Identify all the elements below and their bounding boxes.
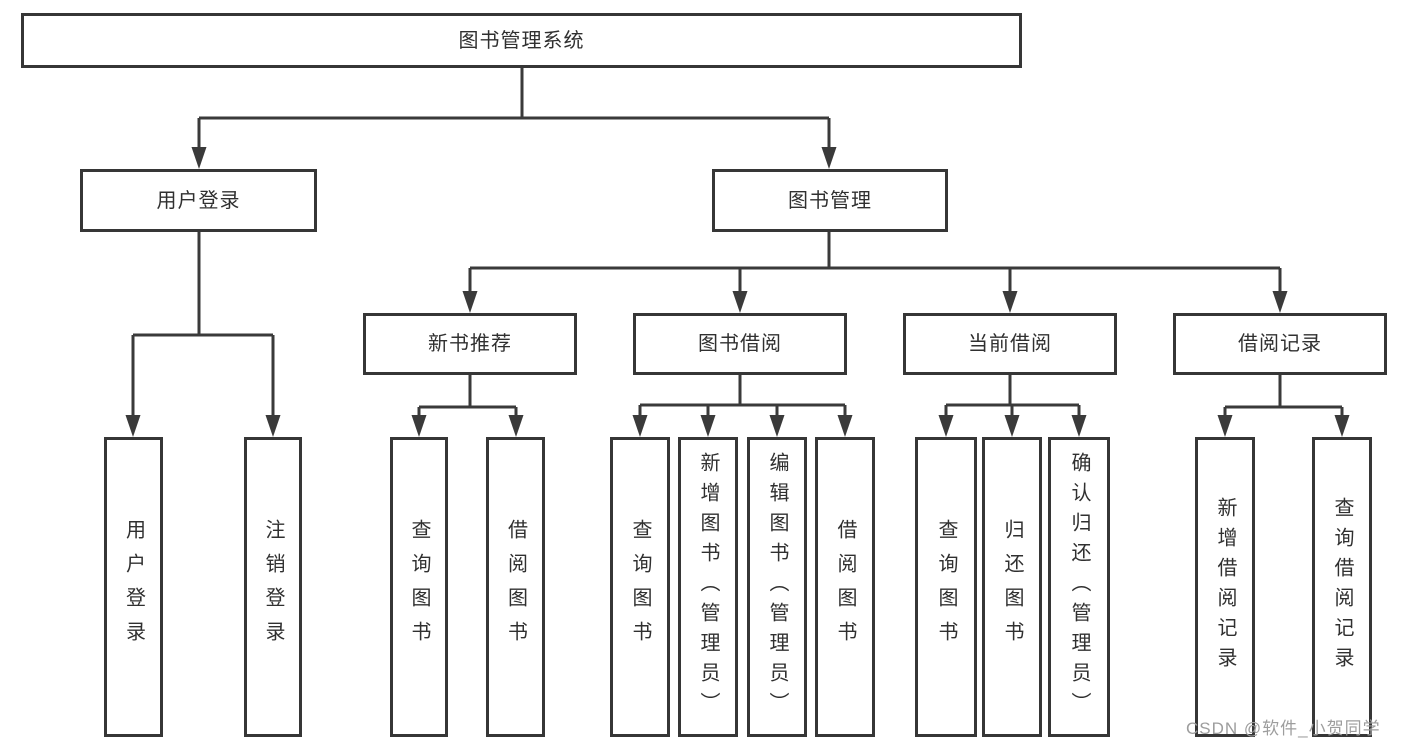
- node-label: 借阅记录: [1238, 333, 1322, 355]
- leaf-add-book-admin: 新增图书（管理员）: [678, 437, 738, 737]
- node-book-borrow: 图书借阅: [633, 313, 847, 375]
- node-label: 图书管理系统: [458, 29, 585, 52]
- node-label: 用户登录: [156, 189, 241, 212]
- leaf-confirm-return-admin: 确认归还（管理员）: [1048, 437, 1110, 737]
- node-label: 归还图书: [1001, 519, 1023, 655]
- node-label: 图书借阅: [698, 333, 782, 355]
- leaf-recommend-borrow-book: 借阅图书: [486, 437, 545, 737]
- node-user-login: 用户登录: [80, 169, 317, 232]
- node-library-management-system: 图书管理系统: [21, 13, 1022, 68]
- node-label: 新增借阅记录: [1214, 497, 1236, 677]
- node-current-borrow: 当前借阅: [903, 313, 1117, 375]
- node-label: 编辑图书（管理员）: [766, 452, 788, 722]
- node-label: 注销登录: [262, 519, 284, 655]
- node-label: 确认归还（管理员）: [1068, 452, 1090, 722]
- leaf-user-login: 用户登录: [104, 437, 163, 737]
- node-label: 新书推荐: [428, 333, 512, 355]
- node-label: 查询借阅记录: [1331, 497, 1353, 677]
- leaf-logout: 注销登录: [244, 437, 302, 737]
- node-label: 查询图书: [408, 519, 430, 655]
- leaf-current-query-book: 查询图书: [915, 437, 977, 737]
- node-label: 查询图书: [935, 519, 957, 655]
- leaf-add-borrow-record: 新增借阅记录: [1195, 437, 1255, 737]
- node-label: 图书管理: [788, 189, 872, 212]
- leaf-query-borrow-record: 查询借阅记录: [1312, 437, 1372, 737]
- node-label: 新增图书（管理员）: [697, 452, 719, 722]
- leaf-edit-book-admin: 编辑图书（管理员）: [747, 437, 807, 737]
- node-label: 当前借阅: [968, 333, 1052, 355]
- node-borrow-record: 借阅记录: [1173, 313, 1387, 375]
- leaf-borrow-query-book: 查询图书: [610, 437, 670, 737]
- node-label: 借阅图书: [504, 519, 527, 655]
- leaf-recommend-query-book: 查询图书: [390, 437, 448, 737]
- leaf-return-book: 归还图书: [982, 437, 1042, 737]
- node-label: 借阅图书: [834, 519, 856, 655]
- csdn-watermark: CSDN @软件_小贺同学: [1186, 719, 1381, 738]
- node-book-management: 图书管理: [712, 169, 948, 232]
- node-label: 用户登录: [122, 519, 145, 655]
- leaf-borrow-book: 借阅图书: [815, 437, 875, 737]
- node-new-book-recommend: 新书推荐: [363, 313, 577, 375]
- node-label: 查询图书: [629, 519, 651, 655]
